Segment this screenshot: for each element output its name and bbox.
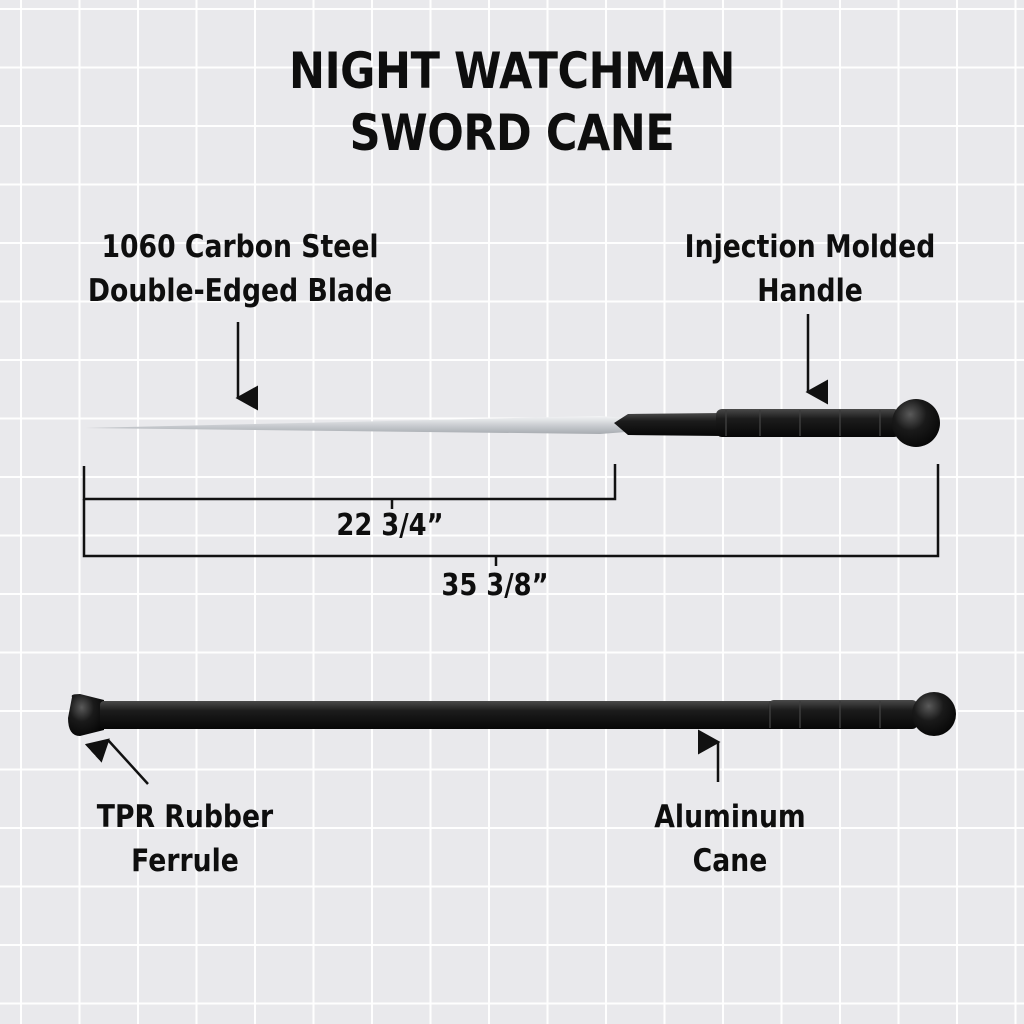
cane-callout-line-1: Aluminum (654, 799, 806, 835)
blade-callout: 1060 Carbon Steel Double-Edged Blade (68, 225, 412, 313)
handle-callout-line-1: Injection Molded (684, 229, 936, 265)
callout-arrows-top (235, 314, 828, 411)
cane (68, 692, 956, 736)
ferrule-callout: TPR Rubber Ferrule (65, 795, 306, 883)
ferrule (68, 694, 104, 736)
blade (85, 416, 626, 434)
handle-grip (716, 409, 900, 437)
cane-pommel (912, 692, 956, 736)
handle-pommel (892, 399, 940, 447)
blade-callout-line-1: 1060 Carbon Steel (101, 229, 379, 265)
cane-handle-grip (768, 700, 918, 729)
title-line-2: SWORD CANE (349, 104, 675, 162)
ferrule-callout-line-1: TPR Rubber (96, 799, 274, 835)
product-title: NIGHT WATCHMAN SWORD CANE (72, 40, 953, 164)
title-line-1: NIGHT WATCHMAN (289, 42, 735, 100)
sword (85, 399, 940, 447)
handle-grip-rings (725, 410, 881, 436)
cane-callout: Aluminum Cane (610, 795, 851, 883)
overall-length-label: 35 3/8” (441, 568, 549, 603)
ferrule-arrow (84, 738, 149, 785)
blade-dimension-line (82, 464, 617, 501)
overall-dimension-line (82, 464, 940, 558)
blade-callout-line-2: Double-Edged Blade (87, 273, 393, 309)
cane-callout-line-2: Cane (692, 843, 768, 879)
callout-arrows-bottom (84, 729, 721, 785)
cane-grip-rings (769, 701, 881, 728)
blade-length-label: 22 3/4” (336, 508, 444, 543)
handle-callout: Injection Molded Handle (638, 225, 982, 313)
ferrule-callout-line-2: Ferrule (131, 843, 239, 879)
cane-shaft (100, 701, 780, 729)
blade-guard (614, 413, 722, 436)
dimension-lines (82, 464, 940, 566)
handle-callout-line-2: Handle (757, 273, 863, 309)
